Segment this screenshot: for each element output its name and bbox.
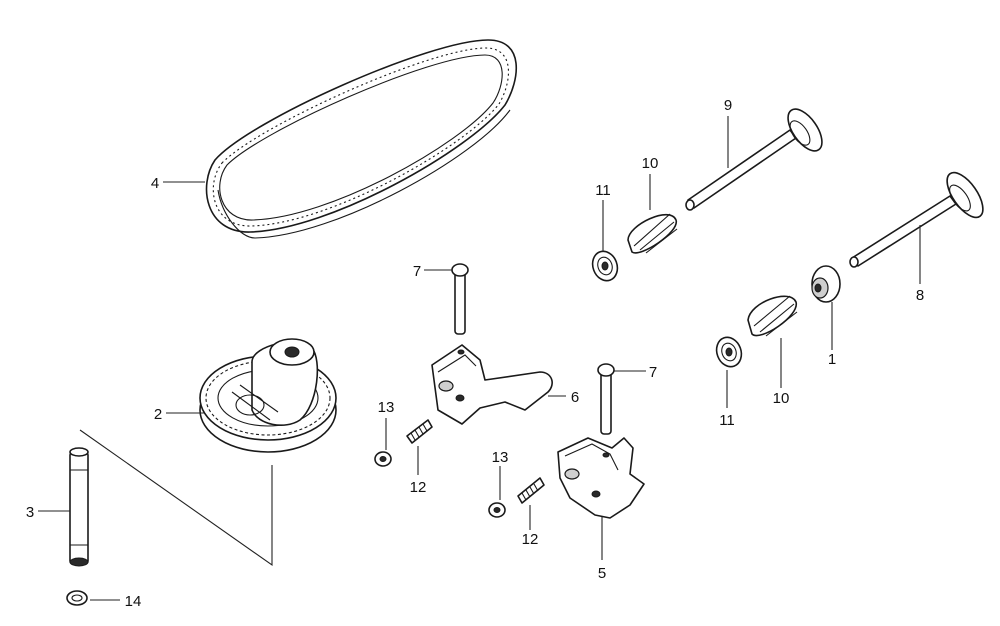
adjuster-screw-lower (517, 477, 545, 504)
callout-2: 2 (154, 406, 162, 423)
camshaft-pulley (199, 338, 337, 453)
callout-4: 4 (151, 175, 159, 192)
lock-nut-upper (374, 451, 392, 467)
assembly-lines (79, 429, 273, 567)
callout-11-lower: 11 (719, 412, 735, 429)
callout-3: 3 (26, 504, 34, 521)
rocker-arm-upper (431, 344, 553, 425)
rocker-pin-lower (597, 363, 615, 435)
adjuster-screw-upper (406, 419, 433, 444)
valve-upper (685, 108, 823, 211)
callout-13-upper: 13 (378, 399, 395, 416)
callout-8: 8 (916, 287, 924, 304)
valve-stem-seal (811, 265, 841, 303)
valve-retainer-lower (715, 336, 743, 368)
callout-5: 5 (598, 565, 606, 582)
camshaft (69, 447, 89, 567)
callout-13-lower: 13 (492, 449, 509, 466)
callout-10-upper: 10 (642, 155, 659, 172)
lock-nut-lower (488, 502, 506, 518)
rocker-pin-upper (451, 263, 469, 335)
valve-lower (849, 171, 984, 268)
callout-6: 6 (571, 389, 579, 406)
callout-12-lower: 12 (522, 531, 539, 548)
callout-7-lower: 7 (649, 364, 657, 381)
rocker-arm-lower (557, 437, 645, 519)
callout-11-upper: 11 (595, 182, 611, 199)
callout-9: 9 (724, 97, 732, 114)
valve-spring-upper (627, 213, 678, 254)
callout-10-lower: 10 (773, 390, 790, 407)
valve-retainer-upper (591, 250, 619, 282)
callout-14: 14 (125, 593, 142, 610)
callout-1: 1 (828, 351, 836, 368)
valve-spring-lower (747, 295, 798, 337)
callout-12-upper: 12 (410, 479, 427, 496)
leader-lines (38, 116, 921, 601)
washer (66, 590, 88, 606)
callout-7-upper: 7 (413, 263, 421, 280)
timing-belt (205, 39, 518, 239)
callout-labels: 1 2 3 4 5 6 7 7 8 9 10 10 11 11 12 12 13… (26, 97, 924, 610)
